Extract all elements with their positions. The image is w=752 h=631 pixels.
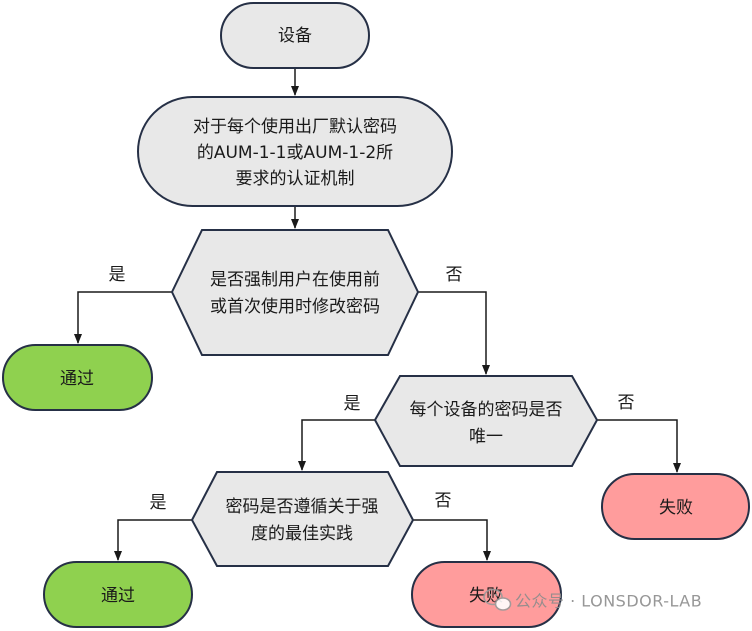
node-auth-line-3: 要求的认证机制 [236, 169, 355, 189]
node-unique-line-1: 每个设备的密码是否 [410, 400, 563, 420]
watermark: 公众号 · LONSDOR-LAB [483, 588, 702, 611]
watermark-text: 公众号 · LONSDOR-LAB [515, 592, 702, 611]
node-pass-2-label: 通过 [101, 586, 135, 606]
node-auth-line-2: 的AUM-1-1或AUM-1-2所 [197, 143, 393, 163]
node-fail-1: 失败 [601, 473, 750, 540]
node-unique-line-2: 唯一 [469, 427, 503, 447]
node-pass-1: 通过 [2, 344, 153, 411]
label-unique-no: 否 [618, 393, 635, 413]
edge-labels: 是 否 是 否 是 否 [109, 265, 635, 513]
node-auth-line-1: 对于每个使用出厂默认密码 [193, 116, 397, 137]
node-fail-2-label: 失败 [469, 586, 503, 606]
edge-force-yes-to-pass [74, 291, 172, 344]
edge-best-yes-to-pass [114, 519, 192, 561]
label-best-yes: 是 [150, 493, 167, 513]
node-fail-1-label: 失败 [659, 498, 693, 518]
node-force-line-2: 或首次使用时修改密码 [210, 296, 380, 317]
edge-unique-no-to-fail [597, 419, 681, 473]
label-force-no: 否 [446, 265, 463, 285]
node-device: 设备 [220, 2, 370, 69]
edge-best-no-to-fail [413, 519, 491, 561]
label-unique-yes: 是 [344, 394, 361, 414]
edge-unique-yes-to-best [298, 419, 375, 471]
edges [74, 68, 681, 561]
label-force-yes: 是 [109, 265, 126, 285]
node-best-line-1: 密码是否遵循关于强 [226, 497, 379, 517]
node-device-label: 设备 [278, 26, 312, 46]
node-fail-2: 失败 [411, 561, 562, 628]
node-auth-mechanism: 对于每个使用出厂默认密码 的AUM-1-1或AUM-1-2所 要求的认证机制 [137, 96, 453, 207]
node-best-line-2: 度的最佳实践 [251, 524, 353, 544]
node-best-practice-decision: 密码是否遵循关于强 度的最佳实践 [190, 471, 415, 567]
edge-force-no-to-unique [418, 291, 490, 375]
node-force-line-1: 是否强制用户在使用前 [210, 269, 380, 290]
node-unique-password-decision: 每个设备的密码是否 唯一 [373, 375, 599, 467]
label-best-no: 否 [435, 491, 452, 511]
node-pass-2: 通过 [43, 561, 193, 628]
node-pass-1-label: 通过 [60, 369, 94, 389]
node-force-change-decision: 是否强制用户在使用前 或首次使用时修改密码 [170, 229, 420, 356]
wechat-icon [483, 588, 512, 611]
